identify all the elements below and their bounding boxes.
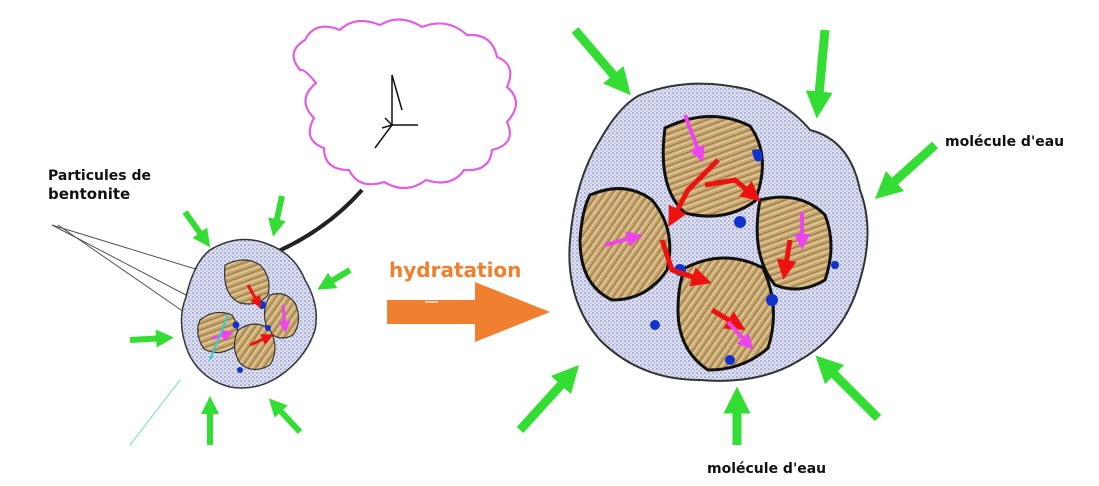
large-water-arrows xyxy=(516,27,939,445)
water-molecule-label-bottom: molécule d'eau xyxy=(707,461,827,477)
particles-label-line1: Particules de xyxy=(48,168,152,184)
particles-label-line2: bentonite xyxy=(48,185,131,203)
water-molecule-label-top: molécule d'eau xyxy=(945,134,1065,150)
large-bentonite-cluster xyxy=(568,82,869,382)
particles-label: Particules de bentonite xyxy=(48,167,151,203)
axes-icon xyxy=(374,74,418,149)
hydration-arrow xyxy=(387,282,550,342)
zoom-cloud xyxy=(292,18,518,190)
hydration-label: hydratation xyxy=(389,258,522,282)
small-bentonite-cluster xyxy=(129,238,317,446)
small-water-arrows xyxy=(129,195,352,445)
